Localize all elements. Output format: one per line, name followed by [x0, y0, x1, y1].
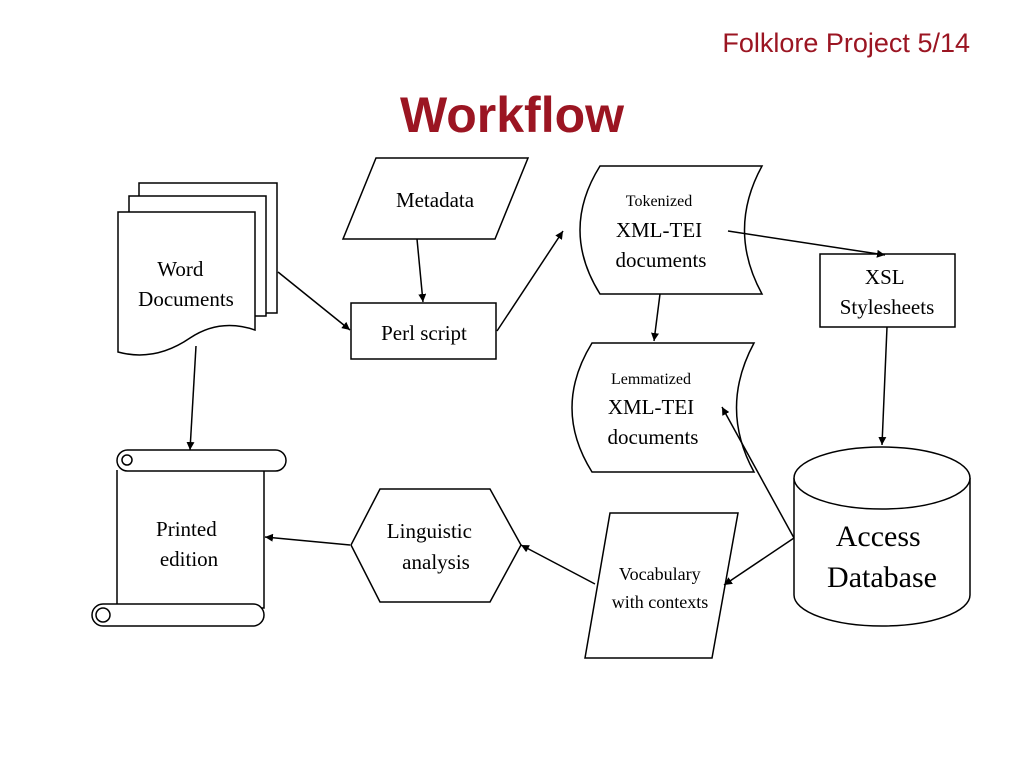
- printed-edition-label: Printed edition: [156, 517, 222, 571]
- xsl-line-1: XSL: [865, 265, 904, 289]
- arrow-tokenized-to-lemmatized: [651, 293, 661, 342]
- scroll-bottom-roll: [91, 603, 265, 627]
- arrow-xsl-to-database: [878, 326, 888, 446]
- arrow-database-to-lemmatized: [721, 406, 795, 539]
- tokenized-xml-node: [579, 165, 764, 295]
- project-page-label: Folklore Project 5/14: [722, 28, 970, 58]
- metadata-node: [341, 157, 530, 240]
- printed-line-1: Printed: [156, 517, 217, 541]
- arrow-word-to-perl: [277, 271, 351, 331]
- scroll-bottom-curl: [95, 607, 111, 623]
- database-body: [793, 478, 971, 627]
- metadata-label: Metadata: [396, 188, 475, 212]
- linguistic-line-1: Linguistic: [387, 519, 472, 543]
- perl-script-node: [350, 302, 497, 360]
- connectors: [186, 230, 888, 586]
- vocabulary-line-1: Vocabulary: [619, 564, 701, 584]
- vocabulary-label: Vocabulary with contexts: [612, 564, 709, 612]
- perl-script-label: Perl script: [381, 321, 467, 345]
- tokenized-xml-label: Tokenized XML-TEI documents: [616, 193, 707, 272]
- printed-line-2: edition: [160, 547, 219, 571]
- lemmatized-line-3: documents: [608, 425, 699, 449]
- lemmatized-xml-node: [571, 342, 756, 473]
- database-line-2: Database: [827, 561, 937, 594]
- scroll-top-curl: [121, 454, 133, 466]
- word-documents-label: Word Documents: [138, 257, 234, 311]
- linguistic-line-2: analysis: [402, 550, 470, 574]
- scroll-top-roll: [116, 449, 287, 472]
- lemmatized-line-1: Lemmatized: [611, 371, 691, 388]
- tokenized-line-1: Tokenized: [626, 193, 692, 210]
- printed-edition-node: [91, 449, 287, 627]
- access-database-label: Access Database: [827, 520, 937, 594]
- lemmatized-xml-label: Lemmatized XML-TEI documents: [608, 371, 699, 449]
- xsl-stylesheets-label: XSL Stylesheets: [840, 265, 935, 319]
- access-database-node: [793, 446, 971, 627]
- word-documents-node: [117, 182, 278, 356]
- tokenized-line-2: XML-TEI: [616, 218, 702, 242]
- vocabulary-node: [584, 512, 739, 659]
- word-documents-line-1: Word: [157, 257, 204, 281]
- xsl-stylesheets-node: [819, 253, 956, 328]
- tokenized-line-3: documents: [616, 248, 707, 272]
- database-line-1: Access: [836, 520, 921, 553]
- word-documents-line-2: Documents: [138, 287, 234, 311]
- arrow-database-to-vocabulary: [723, 537, 795, 586]
- document-sheet-front: [117, 211, 256, 356]
- arrow-perl-to-tokenized: [496, 230, 564, 332]
- slide-title: Workflow: [399, 87, 625, 143]
- arrow-linguistic-to-printed: [264, 533, 351, 546]
- arrow-word-to-printed: [186, 345, 197, 451]
- xsl-line-2: Stylesheets: [840, 295, 935, 319]
- vocabulary-line-2: with contexts: [612, 592, 709, 612]
- database-top: [793, 446, 971, 510]
- arrow-tokenized-to-xsl: [727, 230, 886, 258]
- linguistic-analysis-label: Linguistic analysis: [387, 519, 477, 574]
- linguistic-analysis-node: [350, 488, 522, 603]
- lemmatized-line-2: XML-TEI: [608, 395, 694, 419]
- arrow-metadata-to-perl: [416, 238, 427, 303]
- arrow-vocabulary-to-linguistic: [520, 544, 596, 585]
